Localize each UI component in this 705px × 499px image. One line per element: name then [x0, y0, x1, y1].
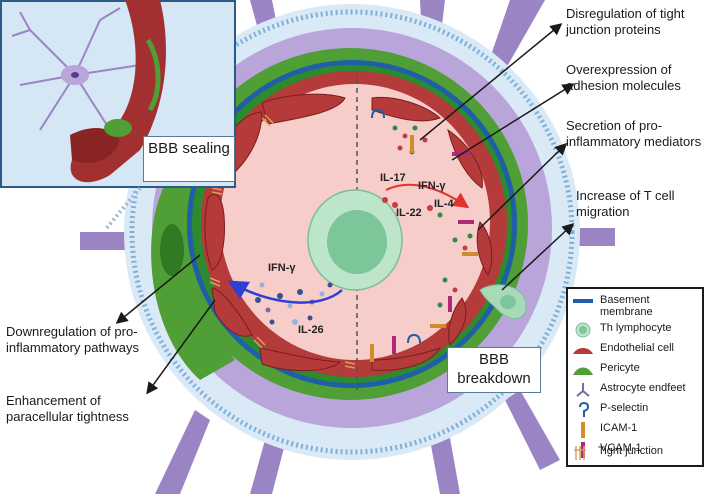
pericyte-icon — [573, 367, 593, 375]
cytokine-arrow-left — [227, 280, 343, 304]
legend-label: Th lymphocyte — [600, 322, 672, 334]
endothelial-cells — [204, 93, 493, 371]
legend-basement-membrane: Basement membrane — [568, 293, 702, 319]
cytokine-left-il26: IL-26 — [298, 324, 324, 336]
migrating-t-cell-nucleus — [500, 295, 516, 309]
legend-tight-junction: Tight junction — [566, 444, 700, 462]
th-lymphocyte-nucleus — [327, 210, 387, 274]
cytokine-right-il22: IL-22 — [396, 207, 422, 219]
annotation-paracellular: Enhancement of paracellular tightness — [6, 393, 129, 424]
cytokine-right-il4: IL-4 — [434, 198, 454, 210]
icam1-icon — [581, 422, 585, 438]
cytokine-left-ifng: IFN-γ — [268, 262, 296, 274]
annotation-secretion: Secretion of pro-inflammatory mediators — [566, 118, 702, 149]
callout-secretion — [477, 142, 568, 231]
annotation-adhesion: Overexpression of adhesion molecules — [566, 62, 681, 93]
callout-tight-junction — [419, 23, 563, 141]
callout-adhesion — [451, 83, 575, 161]
annotation-downregulation: Downregulation of pro-inflammatory pathw… — [6, 324, 139, 355]
callout-downregulation — [115, 254, 201, 324]
endothelial-cell-icon — [573, 348, 593, 354]
callout-paracellular — [146, 299, 216, 395]
inset-connector — [103, 186, 142, 232]
cytokine-right-il17: IL-17 — [380, 172, 406, 184]
legend-label: VCAM-1 — [600, 442, 642, 454]
pericyte-body — [151, 160, 235, 380]
legend-label: P-selectin — [600, 402, 649, 414]
legend-label: Endothelial cell — [600, 342, 674, 354]
annotation-migration: Increase of T cell migration — [576, 188, 675, 219]
p-selectin-icon — [579, 401, 590, 417]
legend-endothelial-cell: Endothelial cell — [568, 341, 702, 359]
legend-label: ICAM-1 — [600, 422, 638, 434]
tight-junction-icon — [574, 446, 586, 460]
tight-junctions — [209, 114, 356, 369]
annotation-tight-junction: Disregulation of tight junction proteins — [566, 6, 685, 37]
th-lymphocyte-icon — [575, 322, 591, 338]
bbb-sealing-box: BBB sealing — [143, 136, 235, 182]
cytokine-arrow-right — [385, 183, 470, 209]
left-cytokine-dots — [255, 282, 333, 325]
basement-membrane-icon — [573, 299, 593, 303]
bbb-breakdown-box: BBB breakdown — [447, 347, 541, 393]
legend-label: Tight junction — [598, 445, 664, 457]
callout-migration — [501, 222, 575, 291]
legend-th-lymphocyte: Th lymphocyte — [568, 321, 702, 339]
legend-label: Pericyte — [600, 362, 640, 374]
legend-icam1: ICAM-1 — [568, 421, 702, 439]
cytokine-right-ifng: IFN-γ — [418, 180, 446, 192]
astrocyte-endfeet-icon — [576, 383, 590, 397]
legend-label: Basement membrane — [600, 294, 653, 318]
legend-label: Astrocyte endfeet — [600, 382, 686, 394]
legend-p-selectin: P-selectin — [568, 401, 702, 419]
legend-astrocyte-endfeet: Astrocyte endfeet — [568, 381, 702, 399]
legend: Basement membrane Th lymphocyte Endothel… — [566, 287, 704, 467]
right-cytokine-dots — [382, 125, 473, 308]
pericyte-nucleus — [160, 224, 184, 276]
legend-pericyte: Pericyte — [568, 361, 702, 379]
